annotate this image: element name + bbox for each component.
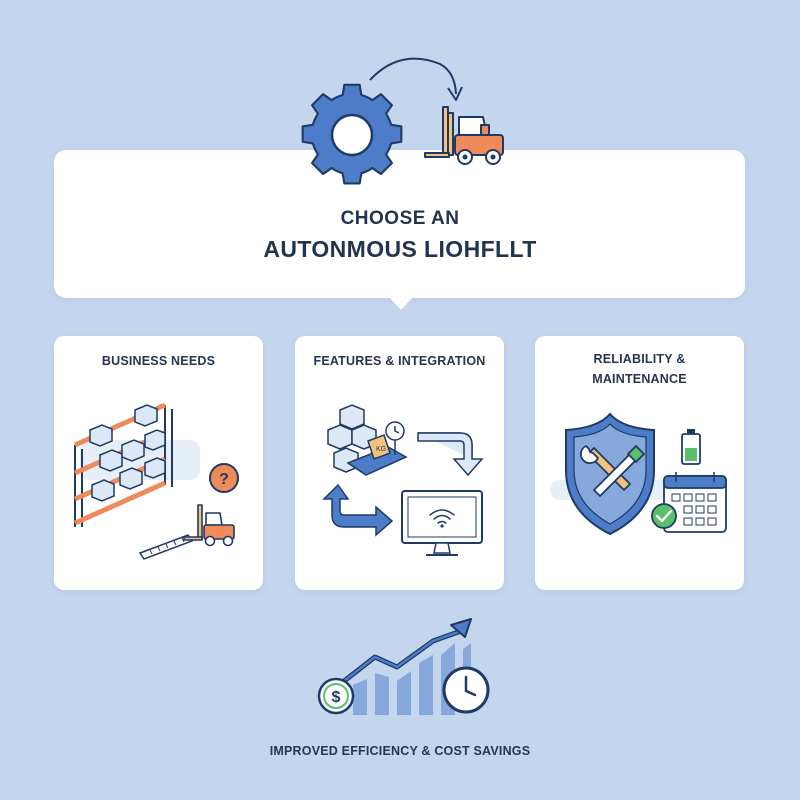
card-features-integration: FEATURES & INTEGRATION — [295, 336, 504, 590]
title-card — [54, 150, 745, 298]
svg-text:KG: KG — [376, 446, 386, 453]
shield-tools-calendar-battery-icon — [550, 412, 727, 536]
title-card-pointer — [388, 296, 414, 310]
gear-icon — [301, 83, 403, 185]
dollar-coin-icon: $ — [317, 677, 355, 715]
svg-text:$: $ — [332, 689, 341, 706]
title-line-2: AUTONMOUS LIOHFLLT — [263, 236, 537, 262]
clock-icon — [442, 666, 490, 714]
curved-arrow-icon — [369, 57, 463, 101]
footer-caption: IMPROVED EFFICIENCY & COST SAVINGS — [269, 744, 531, 758]
forklift-icon — [424, 106, 504, 165]
boxes-scale-monitor-wifi-icon: KG — [322, 404, 484, 556]
svg-text:?: ? — [219, 471, 229, 488]
title-line-1: CHOOSE AN — [340, 208, 460, 229]
warehouse-shelves-forklift-question-icon: ? — [73, 402, 239, 560]
card-reliability-label-line1: RELIABILITY & — [593, 352, 686, 366]
card-reliability-label-line2: MAINTENANCE — [592, 372, 687, 386]
card-business-needs-label: BUSINESS NEEDS — [101, 354, 216, 368]
card-features-integration-label: FEATURES & INTEGRATION — [313, 354, 486, 368]
